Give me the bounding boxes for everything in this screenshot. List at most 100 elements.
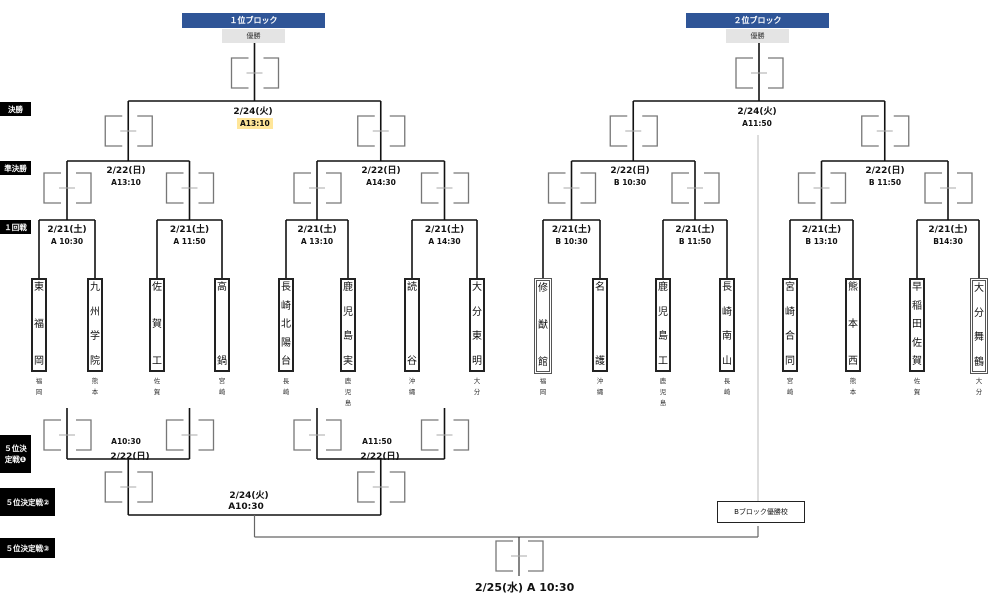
first-round-date-7: 2/21(土) xyxy=(801,225,842,235)
team-prefecture: 福岡 xyxy=(32,376,46,398)
team-box: 早稲田佐賀 xyxy=(909,278,925,372)
team-box: 名護 xyxy=(592,278,608,372)
final-score-box xyxy=(609,115,658,147)
prefecture-char: 佐 xyxy=(153,377,161,385)
team-prefecture: 熊本 xyxy=(846,376,860,398)
team-name-char: 学 xyxy=(90,331,100,343)
team-name-char: 陽 xyxy=(281,337,291,349)
team-name-char: 大 xyxy=(472,282,482,293)
b-block-winner-box: Bブロック優勝校 xyxy=(717,501,805,523)
first-round-time-8: B14:30 xyxy=(933,237,963,246)
round-label-fifth-1-line1: ５位決 xyxy=(4,444,27,453)
prefecture-char: 岡 xyxy=(539,388,547,396)
team-name-char: 工 xyxy=(658,355,668,367)
first-round-time-4: A 14:30 xyxy=(428,237,461,246)
prefecture-char: 熊 xyxy=(91,377,99,385)
final-time-block-2: A11:50 xyxy=(742,119,772,128)
prefecture-char: 長 xyxy=(282,377,290,385)
first-round-date-2: 2/21(土) xyxy=(169,225,210,235)
team-prefecture: 宮崎 xyxy=(215,376,229,398)
semifinal-time-1: A13:10 xyxy=(111,178,141,187)
semifinal-time-2: A14:30 xyxy=(366,178,396,187)
fifth-3-date-time: 2/25(水) A 10:30 xyxy=(475,581,575,594)
team-box: 宮崎合同 xyxy=(782,278,798,372)
prefecture-char: 島 xyxy=(659,399,667,407)
team-name-char: 長 xyxy=(281,282,291,293)
team-name-char: 崎 xyxy=(281,300,291,312)
first-round-time-7: B 13:10 xyxy=(805,237,838,246)
team-name-char: 田 xyxy=(912,319,922,330)
team-prefecture: 沖縄 xyxy=(593,376,607,398)
team-name-char: 熊 xyxy=(848,282,858,293)
fifth-2-score-box xyxy=(357,471,406,503)
team-name-char: 佐 xyxy=(152,282,162,293)
fifth-2-score-box xyxy=(104,471,153,503)
team-box: 九州学院 xyxy=(87,278,103,372)
team-name-char: 島 xyxy=(343,331,353,343)
semifinal-score-box xyxy=(547,172,597,204)
team-name-char: 賀 xyxy=(912,356,922,367)
prefecture-char: 沖 xyxy=(596,377,604,385)
prefecture-char: 福 xyxy=(539,377,547,385)
team-name-char: 山 xyxy=(722,355,732,367)
first-round-date-6: 2/21(土) xyxy=(675,225,715,235)
prefecture-char: 佐 xyxy=(913,377,921,385)
first-round-date-4: 2/21(土) xyxy=(424,225,465,235)
semifinal-score-box xyxy=(420,172,470,204)
team-box: 長崎南山 xyxy=(719,278,735,372)
prefecture-char: 福 xyxy=(35,377,43,385)
champion-score-box xyxy=(230,57,280,89)
prefecture-char: 崎 xyxy=(723,388,731,396)
block-1-champion-label: 優勝 xyxy=(222,29,285,43)
team-name-char: 台 xyxy=(281,356,291,367)
team-box: 熊本西 xyxy=(845,278,861,372)
prefecture-char: 島 xyxy=(344,399,352,407)
prefecture-char: 宮 xyxy=(218,377,226,385)
team-name-char: 名 xyxy=(595,282,605,293)
fifth-2-date: 2/24(火) xyxy=(229,491,269,501)
team-name-char: 明 xyxy=(472,355,482,367)
team-name-char: 児 xyxy=(658,306,668,318)
block-2-champion-label: 優勝 xyxy=(726,29,789,43)
team-prefecture: 宮崎 xyxy=(783,376,797,398)
team-name-char: 同 xyxy=(785,355,795,367)
prefecture-char: 宮 xyxy=(786,377,794,385)
team-name-char: 護 xyxy=(595,356,605,367)
prefecture-char: 分 xyxy=(473,388,481,396)
block-2-title: ２位ブロック xyxy=(686,13,829,28)
semifinal-date-4: 2/22(日) xyxy=(865,166,905,176)
fifth-1-date-2: 2/22(日) xyxy=(360,452,400,462)
team-box: 東福岡 xyxy=(31,278,47,372)
semifinal-score-box xyxy=(165,172,215,204)
team-name-char: 児 xyxy=(343,306,353,318)
first-round-time-6: B 11:50 xyxy=(678,237,712,246)
final-date-block-2: 2/24(火) xyxy=(737,107,777,117)
team-name-char: 院 xyxy=(90,355,100,367)
first-round-date-8: 2/21(土) xyxy=(928,225,968,235)
semifinal-score-box xyxy=(43,172,92,204)
team-box: 大分東明 xyxy=(469,278,485,372)
prefecture-char: 賀 xyxy=(913,388,921,396)
prefecture-char: 大 xyxy=(473,377,481,385)
semifinal-time-4: B 11:50 xyxy=(868,178,902,187)
team-name-char: 猷 xyxy=(538,320,548,331)
team-name-char: 本 xyxy=(848,319,858,330)
first-round-time-1: A 10:30 xyxy=(50,237,84,246)
prefecture-char: 鹿 xyxy=(659,377,667,385)
semifinal-date-1: 2/22(日) xyxy=(106,166,146,176)
team-box: 高鍋 xyxy=(214,278,230,372)
semifinal-time-3: B 10:30 xyxy=(613,178,647,187)
semifinal-score-box xyxy=(671,172,720,204)
team-prefecture: 鹿児島 xyxy=(656,376,670,409)
team-prefecture: 佐賀 xyxy=(910,376,924,398)
team-prefecture: 大分 xyxy=(470,376,484,398)
team-name-char: 九 xyxy=(90,282,100,293)
prefecture-char: 長 xyxy=(723,377,731,385)
team-name-char: 谷 xyxy=(407,356,417,367)
fifth-2-time: A10:30 xyxy=(228,502,264,512)
prefecture-char: 本 xyxy=(849,388,857,396)
block-1-title: １位ブロック xyxy=(182,13,325,28)
team-prefecture: 熊本 xyxy=(88,376,102,398)
